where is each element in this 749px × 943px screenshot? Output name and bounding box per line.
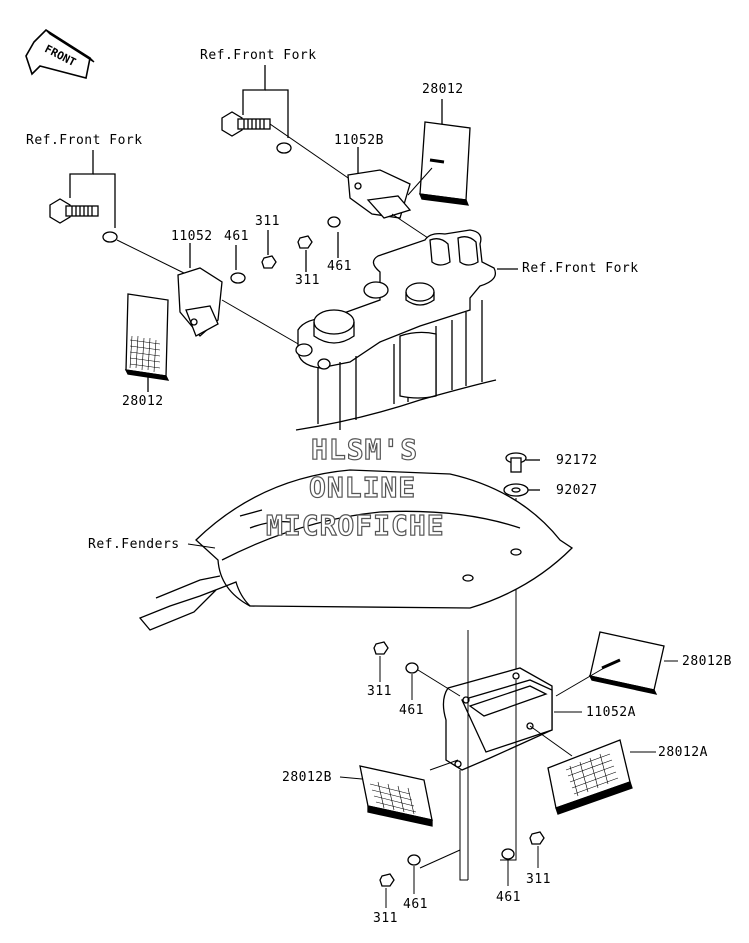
fender [138, 469, 574, 631]
part-311-d-label: 311 [373, 911, 398, 926]
reflector-28012B-left [339, 765, 433, 827]
part-11052A-label: 11052A [586, 705, 636, 720]
part-28012A-label: 28012A [658, 745, 708, 760]
nuts-washers-bottom [373, 641, 545, 908]
part-92027-label: 92027 [556, 483, 598, 498]
part-11052-label: 11052 [171, 229, 213, 244]
screw-92172 [505, 452, 540, 473]
reflector-28012-left [124, 293, 170, 381]
part-461-d-label: 461 [403, 897, 428, 912]
part-461-a-label: 461 [224, 229, 249, 244]
part-311-a-label: 311 [255, 214, 280, 229]
part-28012-left-label: 28012 [122, 394, 164, 409]
part-311-b-label: 311 [295, 273, 320, 288]
ref-front-fork-top-label: Ref.Front Fork [200, 48, 317, 63]
part-461-c-label: 461 [399, 703, 424, 718]
nuts-washers-top [230, 216, 341, 284]
part-461-e-label: 461 [496, 890, 521, 905]
fork-clamp [295, 229, 497, 431]
ref-front-fork-right-label: Ref.Front Fork [522, 261, 639, 276]
part-28012B-left-label: 28012B [282, 770, 332, 785]
bracket-11052A [419, 630, 582, 881]
part-311-e-label: 311 [526, 872, 551, 887]
leader-lines-top [69, 65, 518, 392]
part-28012-top-label: 28012 [422, 82, 464, 97]
watermark-line-2: ONLINE [308, 471, 417, 504]
reflector-28012A [547, 739, 656, 815]
front-arrow-icon: FRONT [25, 28, 95, 79]
reflector-28012-top [407, 121, 471, 206]
bolt-left [49, 198, 191, 277]
ref-front-fork-left-label: Ref.Front Fork [26, 133, 143, 148]
part-461-b-label: 461 [327, 259, 352, 274]
part-28012B-right-label: 28012B [682, 654, 732, 669]
reflector-28012B-right [555, 631, 678, 697]
watermark-line-3: MICROFICHE [265, 509, 445, 542]
ref-fenders-label: Ref.Fenders [88, 537, 180, 552]
part-11052B-label: 11052B [334, 133, 384, 148]
bracket-11052B [347, 169, 441, 247]
part-92172-label: 92172 [556, 453, 598, 468]
part-311-c-label: 311 [367, 684, 392, 699]
bracket-11052 [177, 267, 301, 346]
watermark-line-1: HLSM'S [310, 433, 419, 466]
